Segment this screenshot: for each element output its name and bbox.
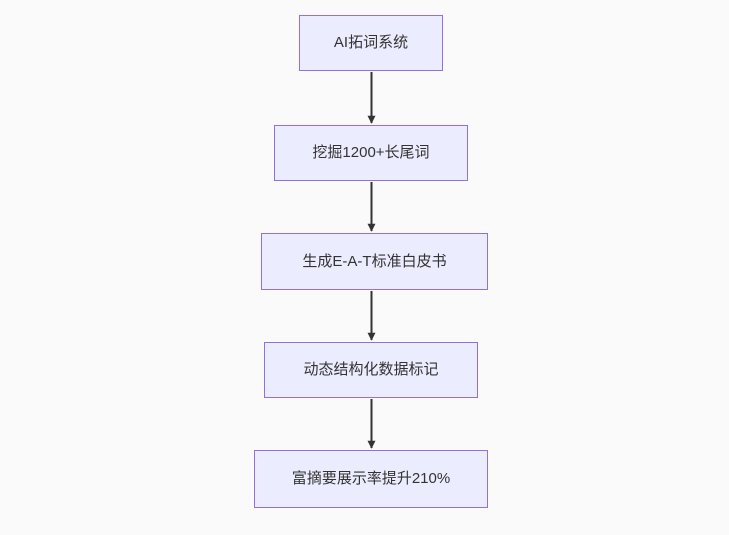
- flow-node-label: AI拓词系统: [333, 34, 409, 51]
- flow-node-label: 挖掘1200+长尾词: [312, 144, 430, 161]
- flow-node-label: 动态结构化数据标记: [303, 361, 439, 378]
- flow-node-label: 富摘要展示率提升210%: [291, 470, 451, 487]
- flow-node-mine-longtail-keywords: 挖掘1200+长尾词: [274, 125, 468, 181]
- flow-node-rich-snippet-rate: 富摘要展示率提升210%: [254, 450, 488, 508]
- flow-node-ai-keyword-system: AI拓词系统: [299, 15, 443, 71]
- flow-node-dynamic-structured-data: 动态结构化数据标记: [264, 342, 478, 398]
- flow-node-label: 生成E-A-T标准白皮书: [302, 252, 447, 270]
- flow-node-generate-eat-whitepaper: 生成E-A-T标准白皮书: [261, 233, 488, 290]
